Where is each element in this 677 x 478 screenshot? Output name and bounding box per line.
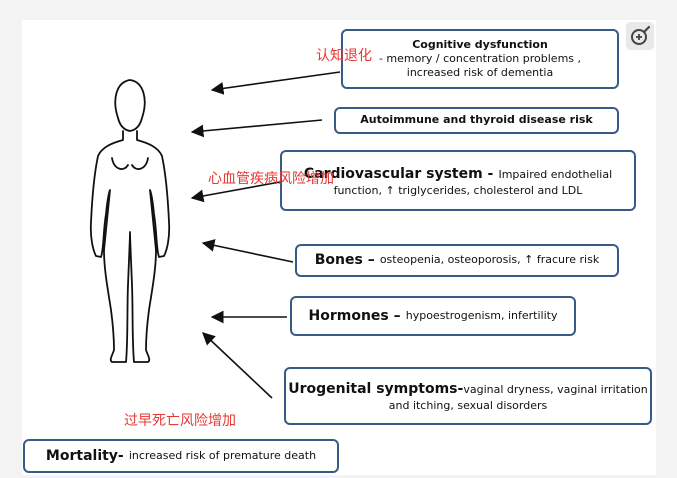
human-body-figure: [89, 79, 171, 363]
head-and-hair: [114, 79, 146, 132]
mortality-annotation: 过早死亡风险增加: [124, 413, 236, 429]
mortality-box: Mortality- increased risk of premature d…: [23, 439, 339, 473]
arrow-cognitive: [210, 71, 341, 95]
arrow-urogenital: [202, 332, 273, 399]
cardiovascular-box: Cardiovascular system - Impaired endothe…: [280, 150, 636, 211]
arrow-cardio: [190, 181, 281, 203]
cardio-title: Cardiovascular system -: [303, 165, 494, 182]
urogenital-title: Urogenital symptoms-: [288, 381, 464, 398]
zoom-button[interactable]: [626, 22, 654, 50]
urogenital-desc1: vaginal dryness, vaginal irritation: [463, 383, 648, 397]
bones-box: Bones – osteopenia, osteoporosis, ↑ frac…: [295, 244, 619, 277]
bones-desc: osteopenia, osteoporosis, ↑ fracure risk: [379, 253, 600, 267]
cognitive-line2: increased risk of dementia: [406, 66, 554, 80]
hormones-desc: hypoestrogenism, infertility: [405, 308, 558, 322]
hormones-box: Hormones – hypoestrogenism, infertility: [290, 296, 576, 336]
chest-line-right: [131, 157, 149, 170]
cardio-annotation: 心血管疾病风险增加: [208, 171, 334, 187]
hormones-title: Hormones –: [308, 307, 401, 324]
arrow-bones: [201, 239, 294, 263]
zoom-in-icon: [631, 25, 651, 45]
cognitive-line1: - memory / concentration problems ,: [378, 51, 582, 65]
arrow-autoimmune: [190, 119, 323, 138]
mortality-title: Mortality-: [45, 447, 124, 464]
cognitive-title: Cognitive dysfunction: [412, 37, 548, 51]
chest-line-left: [111, 157, 129, 170]
bones-title: Bones –: [314, 252, 375, 269]
urogenital-box: Urogenital symptoms-vaginal dryness, vag…: [284, 367, 652, 425]
arrows: [190, 71, 341, 399]
autoimmune-title: Autoimmune and thyroid disease risk: [360, 113, 593, 127]
urogenital-desc2: and itching, sexual disorders: [388, 399, 548, 413]
cardio-desc1: Impaired endothelial: [498, 167, 613, 181]
cardio-desc2: function, ↑ triglycerides, cholesterol a…: [333, 183, 583, 197]
cognitive-annotation: 认知退化: [316, 48, 372, 64]
cognitive-dysfunction-box: Cognitive dysfunction - memory / concent…: [341, 29, 619, 89]
autoimmune-box: Autoimmune and thyroid disease risk: [334, 107, 619, 134]
mortality-desc: increased risk of premature death: [128, 448, 317, 462]
